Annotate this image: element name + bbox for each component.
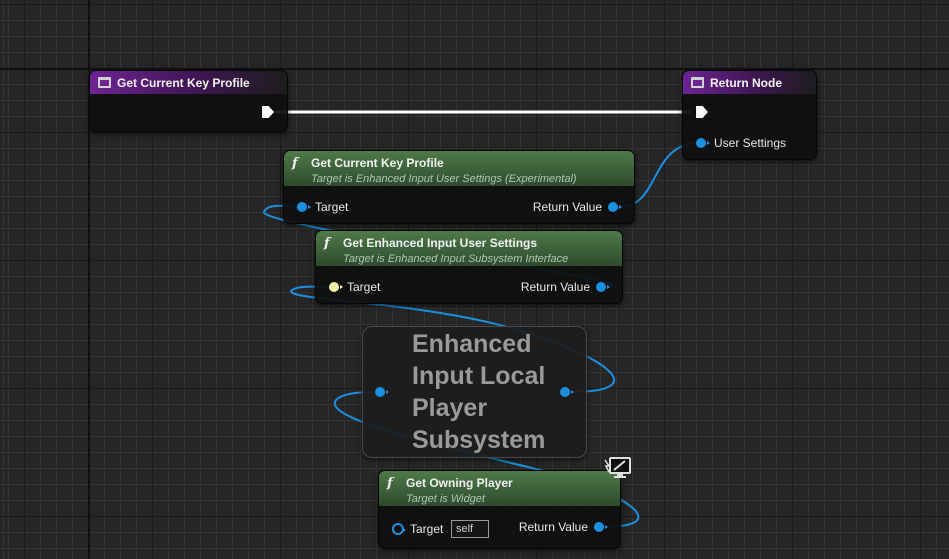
user-settings-input-pin[interactable]: [696, 138, 710, 148]
target-self-field[interactable]: self: [451, 520, 489, 538]
user-settings-label: User Settings: [714, 136, 787, 150]
exec-input-pin[interactable]: [696, 106, 708, 118]
function-node-get-enhanced-input-user-settings[interactable]: f Get Enhanced Input User Settings Target…: [315, 230, 623, 304]
function-node-subtitle: Target is Widget: [406, 493, 485, 505]
subsystem-node-title: Enhanced Input Local Player Subsystem: [412, 330, 546, 454]
return-node-icon: [691, 77, 704, 88]
return-node[interactable]: Return Node User Settings: [682, 70, 817, 160]
event-node-icon: [98, 77, 111, 88]
function-node-get-current-key-profile[interactable]: f Get Current Key Profile Target is Enhan…: [283, 150, 635, 224]
target-input-pin[interactable]: [329, 282, 343, 292]
subsystem-getter-node[interactable]: Enhanced Input Local Player Subsystem: [362, 326, 587, 458]
event-node-get-current-key-profile[interactable]: Get Current Key Profile: [89, 70, 288, 132]
function-node-header: f Get Enhanced Input User Settings Target…: [316, 231, 622, 266]
function-icon: f: [324, 236, 330, 251]
return-value-label: Return Value: [532, 200, 602, 214]
function-node-subtitle: Target is Enhanced Input User Settings (…: [311, 173, 577, 185]
target-label: Target: [315, 200, 349, 214]
function-icon: f: [292, 156, 298, 171]
subsystem-output-pin[interactable]: [560, 387, 574, 397]
function-node-subtitle: Target is Enhanced Input Subsystem Inter…: [343, 253, 569, 265]
return-value-output-pin[interactable]: [596, 282, 610, 292]
return-value-label: Return Value: [520, 280, 590, 294]
exec-output-pin[interactable]: [262, 106, 274, 118]
function-node-title: Get Owning Player: [406, 476, 513, 490]
return-value-label: Return Value: [518, 520, 588, 534]
return-value-output-pin[interactable]: [594, 522, 608, 532]
function-node-header: f Get Owning Player Target is Widget: [379, 471, 620, 506]
target-input-pin[interactable]: [297, 202, 311, 212]
target-label: Target: [410, 522, 444, 536]
return-value-output-pin[interactable]: [608, 202, 622, 212]
function-node-title: Get Current Key Profile: [311, 156, 444, 170]
subsystem-input-pin[interactable]: [375, 387, 389, 397]
function-node-get-owning-player[interactable]: f Get Owning Player Target is Widget Targ…: [378, 470, 621, 549]
function-icon: f: [387, 476, 393, 491]
return-node-title: Return Node: [710, 76, 782, 90]
target-input-pin[interactable]: [392, 523, 406, 535]
event-node-header: Get Current Key Profile: [90, 71, 287, 94]
function-node-title: Get Enhanced Input User Settings: [343, 236, 538, 250]
event-node-title: Get Current Key Profile: [117, 76, 250, 90]
network-replication-icon: [604, 457, 631, 478]
function-node-header: f Get Current Key Profile Target is Enhan…: [284, 151, 634, 186]
target-label: Target: [347, 280, 381, 294]
return-node-header: Return Node: [683, 71, 816, 94]
